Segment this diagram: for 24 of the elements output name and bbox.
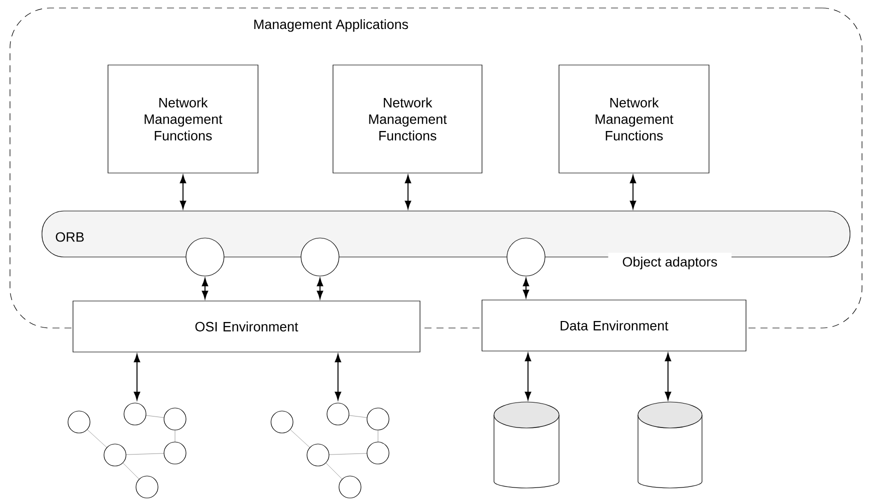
double-arrow (316, 278, 324, 299)
double-arrow (180, 175, 186, 209)
process-box: OSI Environment (72, 300, 420, 352)
network-drawing (68, 402, 186, 498)
double-arrow (404, 175, 412, 209)
network-drawing (270, 402, 390, 498)
process-box: Network Management Functions (108, 64, 258, 174)
double-arrow (630, 175, 636, 209)
process-box: Network Management Functions (332, 64, 482, 174)
process-box: Network Management Functions (558, 64, 710, 174)
double-arrow (334, 354, 342, 400)
process-box: Data Environment (482, 300, 746, 352)
orb-band: ORB (42, 210, 850, 258)
double-arrow (664, 353, 672, 400)
database-cylinder (494, 402, 560, 488)
adaptor-circle (506, 238, 546, 276)
adaptor-circle (186, 238, 224, 276)
adaptor-circle (300, 238, 340, 276)
double-arrow (202, 278, 208, 299)
database-cylinder (638, 402, 702, 488)
double-arrow (524, 353, 532, 400)
text-label: Object adaptors (608, 252, 732, 274)
double-arrow (522, 278, 530, 298)
double-arrow (134, 354, 140, 400)
